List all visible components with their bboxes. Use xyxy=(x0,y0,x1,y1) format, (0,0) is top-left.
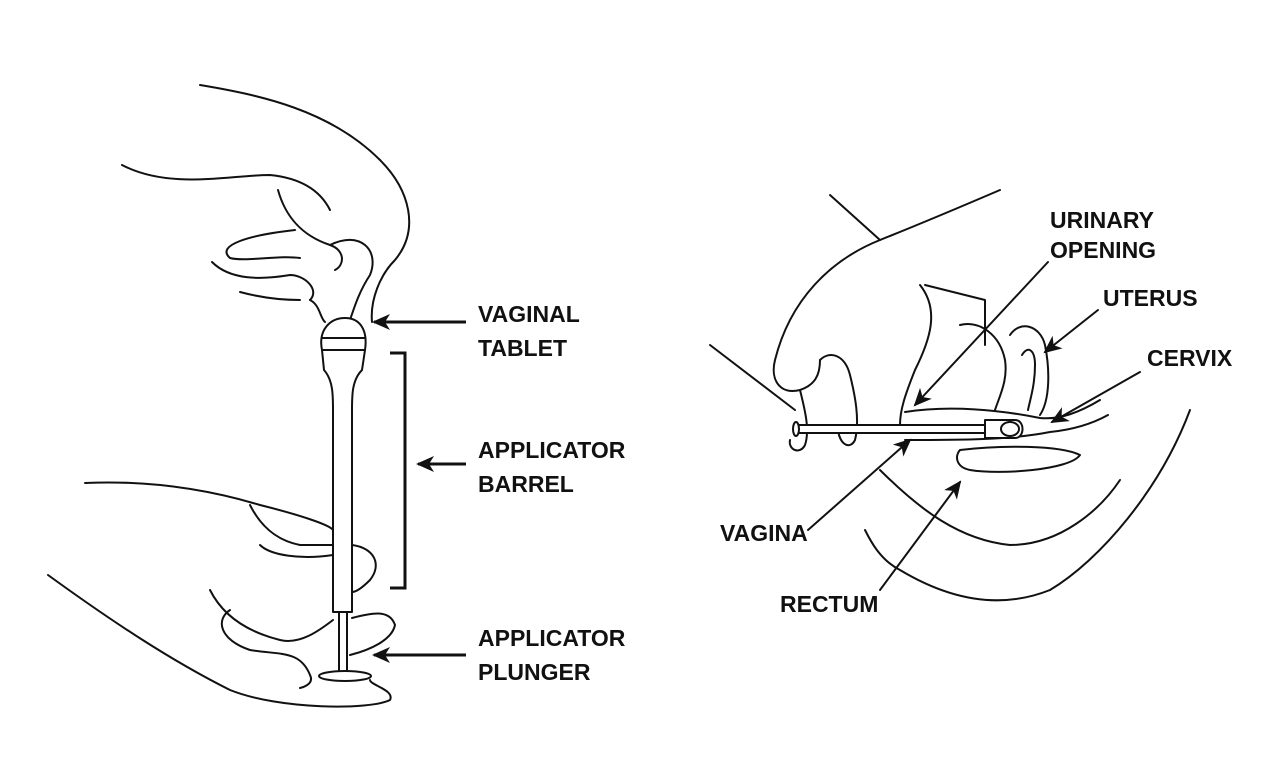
rectum xyxy=(956,445,1081,473)
applicator-plunger xyxy=(338,611,348,675)
label-applicator-barrel-2: BARREL xyxy=(478,471,574,497)
label-applicator-barrel-1: APPLICATOR xyxy=(478,437,626,463)
label-applicator-plunger-1: APPLICATOR xyxy=(478,625,626,651)
label-uterus: UTERUS xyxy=(1103,285,1198,311)
vaginal-canal xyxy=(904,399,1101,420)
right-illustration xyxy=(709,189,1191,602)
upper-hand xyxy=(199,84,411,323)
inserting-hand xyxy=(772,239,881,392)
applicator-barrel xyxy=(321,349,366,613)
label-urinary-opening-1: URINARY xyxy=(1050,207,1154,233)
label-vagina: VAGINA xyxy=(720,520,808,546)
vaginal-tablet xyxy=(320,317,367,351)
label-vaginal-tablet-2: TABLET xyxy=(478,335,567,361)
label-urinary-opening-2: OPENING xyxy=(1050,237,1156,263)
label-vaginal-tablet-1: VAGINAL xyxy=(478,301,580,327)
label-applicator-plunger-2: PLUNGER xyxy=(478,659,591,685)
label-rectum: RECTUM xyxy=(780,591,878,617)
left-illustration xyxy=(47,84,466,708)
lower-hand xyxy=(84,481,334,531)
right-applicator xyxy=(797,424,999,434)
label-cervix: CERVIX xyxy=(1147,345,1233,371)
